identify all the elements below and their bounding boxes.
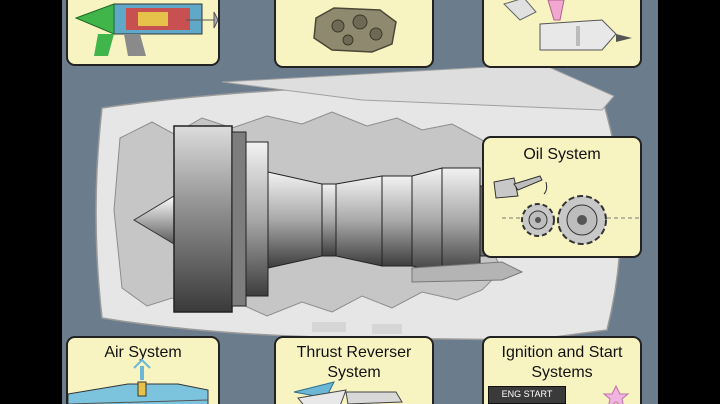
engine-systems-panel: Oil System Air Sys xyxy=(62,0,658,404)
eng-start-label: ENG START xyxy=(501,389,553,399)
thrust-reverser-icon xyxy=(293,381,403,404)
thrust-reverser-title-line1: Thrust Reverser xyxy=(296,344,412,361)
eng-start-button[interactable]: ENG START xyxy=(488,386,566,404)
engine-cutaway-icon xyxy=(74,3,218,56)
thrust-reverser-card[interactable]: Thrust Reverser System xyxy=(274,336,434,404)
gearbox-card[interactable] xyxy=(274,0,434,68)
thrust-reverser-title-line2: System xyxy=(327,364,381,381)
fuel-nozzle-icon xyxy=(503,0,632,51)
oil-system-title: Oil System xyxy=(523,146,601,163)
ignition-start-title-line1: Ignition and Start xyxy=(501,344,623,361)
ignition-start-title-line2: Systems xyxy=(531,364,593,381)
oil-system-illustration xyxy=(493,175,640,245)
engine-overview-card[interactable] xyxy=(66,0,220,66)
oil-system-card[interactable]: Oil System xyxy=(482,136,642,258)
gearbox-icon xyxy=(313,7,397,53)
fuel-system-card[interactable] xyxy=(482,0,642,68)
oil-can-icon xyxy=(493,175,548,199)
air-system-title: Air System xyxy=(104,344,182,361)
gears-icon xyxy=(502,195,640,245)
air-system-card[interactable]: Air System xyxy=(66,336,220,404)
ignition-start-card[interactable]: Ignition and Start Systems ENG START xyxy=(482,336,642,404)
air-duct-icon xyxy=(68,358,209,404)
